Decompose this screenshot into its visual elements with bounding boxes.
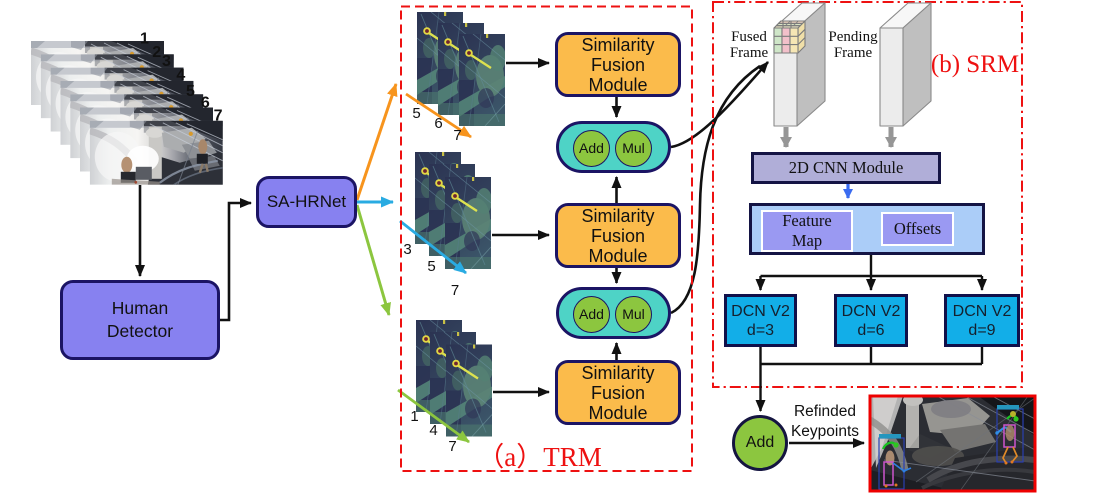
svg-text:5: 5 (412, 105, 420, 122)
svg-text:5: 5 (186, 83, 195, 100)
svg-text:6: 6 (201, 95, 210, 112)
svg-text:6: 6 (434, 115, 442, 132)
svg-text:3: 3 (403, 241, 411, 258)
svg-text:3: 3 (162, 53, 171, 70)
svg-text:4: 4 (429, 422, 437, 439)
svg-text:7: 7 (214, 108, 223, 125)
svg-text:7: 7 (453, 127, 461, 144)
svg-text:7: 7 (448, 438, 456, 455)
svg-text:2: 2 (152, 44, 161, 61)
svg-text:7: 7 (451, 282, 459, 299)
svg-text:5: 5 (427, 258, 435, 275)
svg-text:4: 4 (176, 67, 185, 84)
svg-text:1: 1 (410, 408, 418, 425)
svg-text:1: 1 (140, 31, 149, 48)
